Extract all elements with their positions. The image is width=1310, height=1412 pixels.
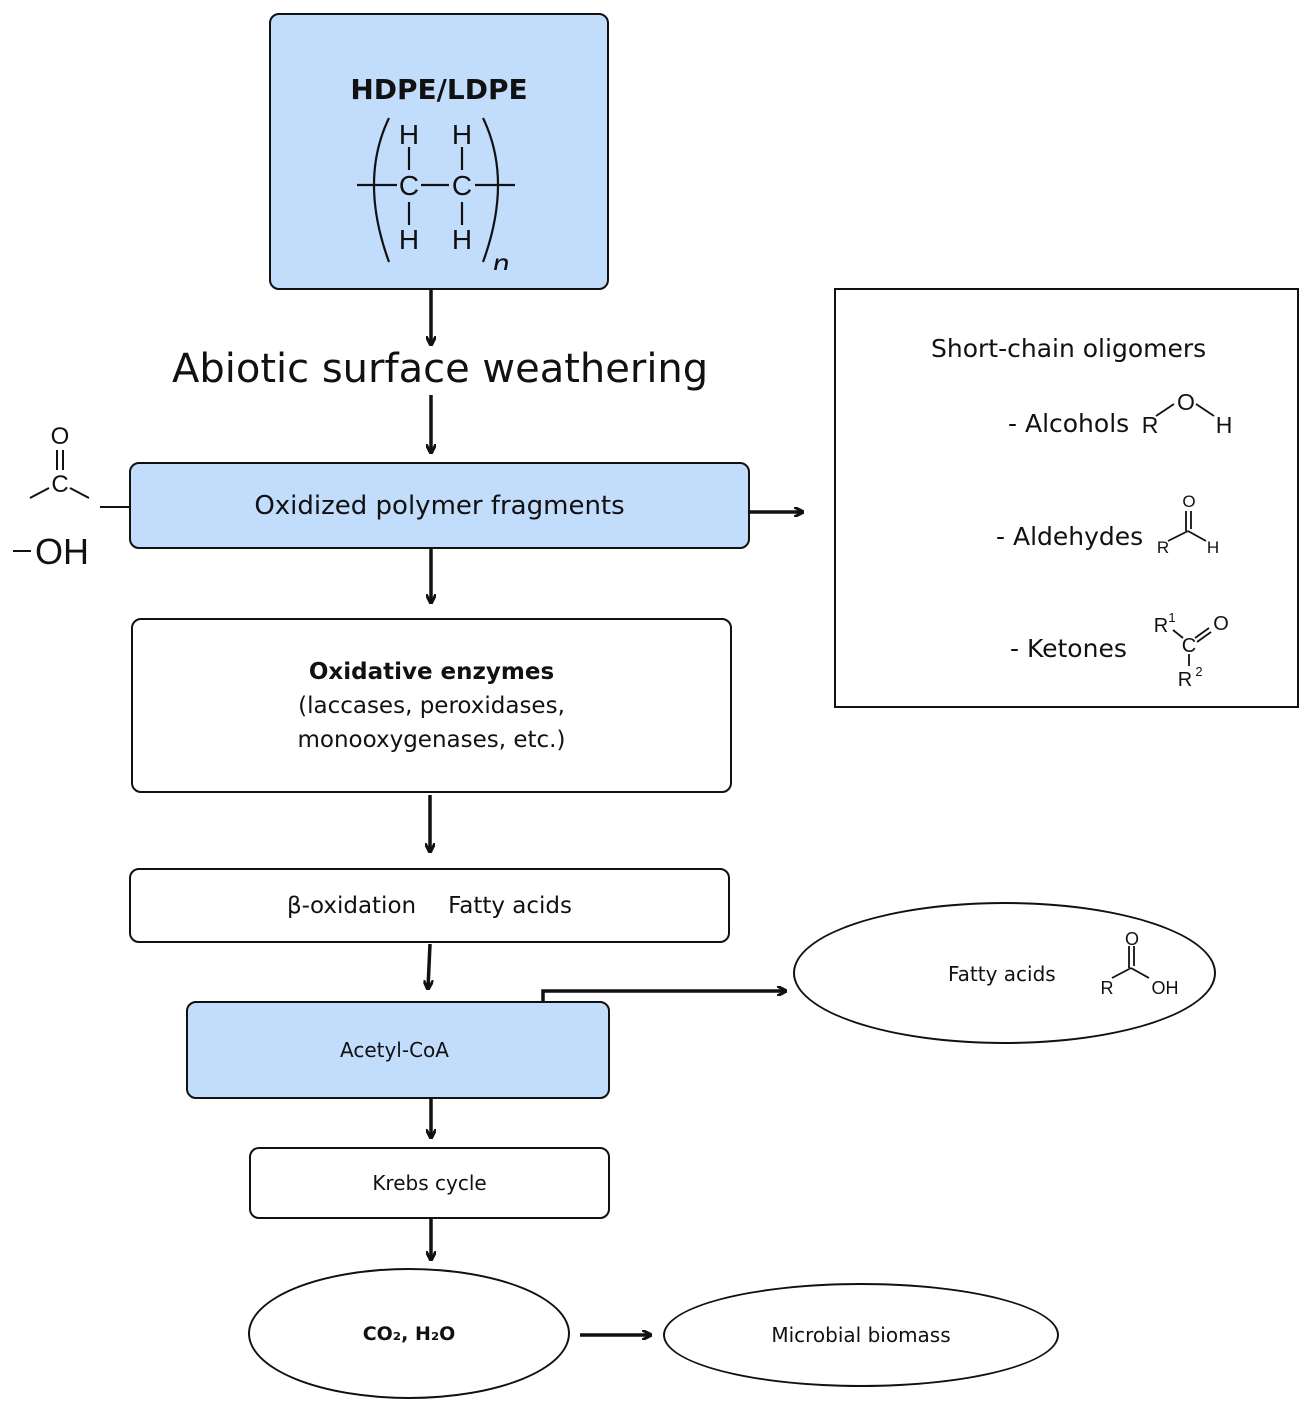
enzymes-box: Oxidative enzymes (laccases, peroxidases… xyxy=(131,618,732,793)
svg-text:R: R xyxy=(1154,615,1168,637)
svg-text:2: 2 xyxy=(1195,664,1202,679)
polyethylene-structure: H H C C H H n xyxy=(357,117,515,270)
polymer-box: HDPE/LDPE H H C C H H n xyxy=(269,13,609,290)
svg-text:OH: OH xyxy=(1152,978,1179,998)
svg-text:O: O xyxy=(1125,932,1139,949)
fatty-acids-label: Fatty acids xyxy=(948,962,1056,986)
svg-text:O: O xyxy=(1213,613,1229,635)
acetyl-coa-box: Acetyl-CoA xyxy=(186,1001,610,1099)
svg-text:O: O xyxy=(51,423,70,450)
enzymes-title: Oxidative enzymes xyxy=(308,658,555,685)
svg-text:O: O xyxy=(1182,492,1195,511)
co2-h2o-label: CO₂, H₂O xyxy=(362,1322,456,1345)
svg-text:C: C xyxy=(51,471,68,498)
beta-oxidation-label: β-oxidation xyxy=(287,892,417,919)
microbial-biomass-ellipse: Microbial biomass xyxy=(663,1283,1059,1387)
microbial-biomass-label: Microbial biomass xyxy=(771,1323,951,1347)
oligomers-title: Short-chain oligomers xyxy=(931,334,1207,363)
oligomers-ketones: - Ketones xyxy=(1010,634,1127,663)
svg-text:O: O xyxy=(1177,389,1195,415)
oxidized-label: Oxidized polymer fragments xyxy=(254,490,625,521)
svg-text:H: H xyxy=(1207,538,1219,557)
polymer-title: HDPE/LDPE xyxy=(350,73,528,106)
ketone-structure: R 1 C O R 2 xyxy=(1154,610,1229,691)
carboxylic-acid-structure: O R OH xyxy=(1101,932,1179,998)
oligomers-alcohols: - Alcohols xyxy=(1008,409,1130,438)
svg-text:H: H xyxy=(452,224,472,255)
svg-text:R: R xyxy=(1178,669,1192,691)
oxidized-fragments-box: Oxidized polymer fragments xyxy=(129,462,750,549)
krebs-cycle-box: Krebs cycle xyxy=(249,1147,610,1219)
acetyl-coa-label: Acetyl-CoA xyxy=(340,1038,449,1062)
krebs-cycle-label: Krebs cycle xyxy=(372,1171,487,1195)
alcohol-structure: R O H xyxy=(1142,389,1233,438)
svg-text:C: C xyxy=(1182,635,1196,657)
svg-text:1: 1 xyxy=(1168,610,1175,625)
svg-text:H: H xyxy=(1216,412,1233,438)
oligomers-box: Short-chain oligomers - Alcohols - Aldeh… xyxy=(834,288,1299,708)
enzymes-line1: (laccases, peroxidases, xyxy=(298,692,565,719)
svg-text:n: n xyxy=(493,248,510,270)
svg-text:C: C xyxy=(452,170,472,201)
svg-text:R: R xyxy=(1157,538,1169,557)
svg-text:OH: OH xyxy=(35,531,89,572)
step-weathering: Abiotic surface weathering xyxy=(172,346,709,392)
beta-fatty-acids-label: Fatty acids xyxy=(448,892,572,919)
svg-text:C: C xyxy=(399,170,419,201)
enzymes-line2: monooxygenases, etc.) xyxy=(297,726,566,753)
fatty-acids-ellipse: Fatty acids O R OH xyxy=(793,902,1216,1044)
oligomers-aldehydes: - Aldehydes xyxy=(996,522,1144,551)
svg-text:R: R xyxy=(1142,412,1159,438)
aldehyde-structure: O R H xyxy=(1157,492,1219,557)
co2-h2o-ellipse: CO₂, H₂O xyxy=(248,1268,570,1399)
svg-text:H: H xyxy=(399,119,419,150)
svg-text:H: H xyxy=(399,224,419,255)
arrow-beta-to-acetyl xyxy=(428,943,430,988)
svg-text:R: R xyxy=(1101,978,1114,998)
beta-oxidation-box: β-oxidation Fatty acids xyxy=(129,868,730,943)
svg-text:H: H xyxy=(452,119,472,150)
